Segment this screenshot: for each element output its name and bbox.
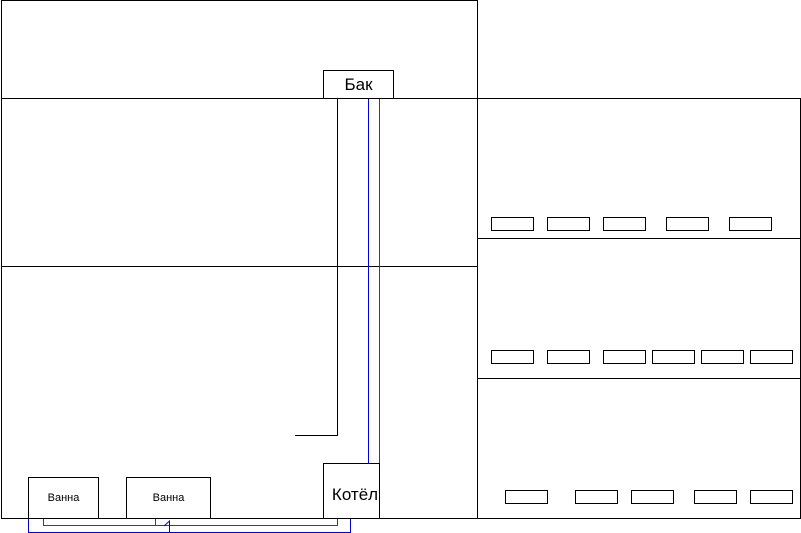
radiators-upper-room <box>491 217 772 231</box>
radiator <box>631 490 674 504</box>
radiator <box>652 350 695 364</box>
radiator <box>701 350 744 364</box>
radiator <box>603 350 646 364</box>
radiators-middle-room <box>491 350 793 364</box>
radiator <box>603 217 646 231</box>
radiator <box>547 350 590 364</box>
radiator <box>575 490 618 504</box>
tank-label: Бак <box>344 75 373 94</box>
radiator <box>750 350 793 364</box>
bath-2-box <box>126 477 211 519</box>
tank-box <box>323 70 394 99</box>
radiator <box>491 217 534 231</box>
return-branch-pipe <box>163 519 170 533</box>
radiator <box>491 350 534 364</box>
radiator <box>547 217 590 231</box>
building-walls <box>1 0 801 519</box>
radiator <box>505 490 548 504</box>
radiators-lower-room <box>505 490 793 504</box>
radiator <box>729 217 772 231</box>
radiator <box>694 490 737 504</box>
radiator <box>666 217 709 231</box>
supply-bottom-pipe <box>43 519 338 526</box>
boiler-box <box>323 463 380 519</box>
bath-2-label: Ванна <box>153 492 186 504</box>
boiler-label: Котёл <box>332 485 378 504</box>
bath-1-box <box>28 477 99 519</box>
black-riser-pipe <box>295 98 338 436</box>
bath-1-label: Ванна <box>48 492 81 504</box>
radiator <box>750 490 793 504</box>
